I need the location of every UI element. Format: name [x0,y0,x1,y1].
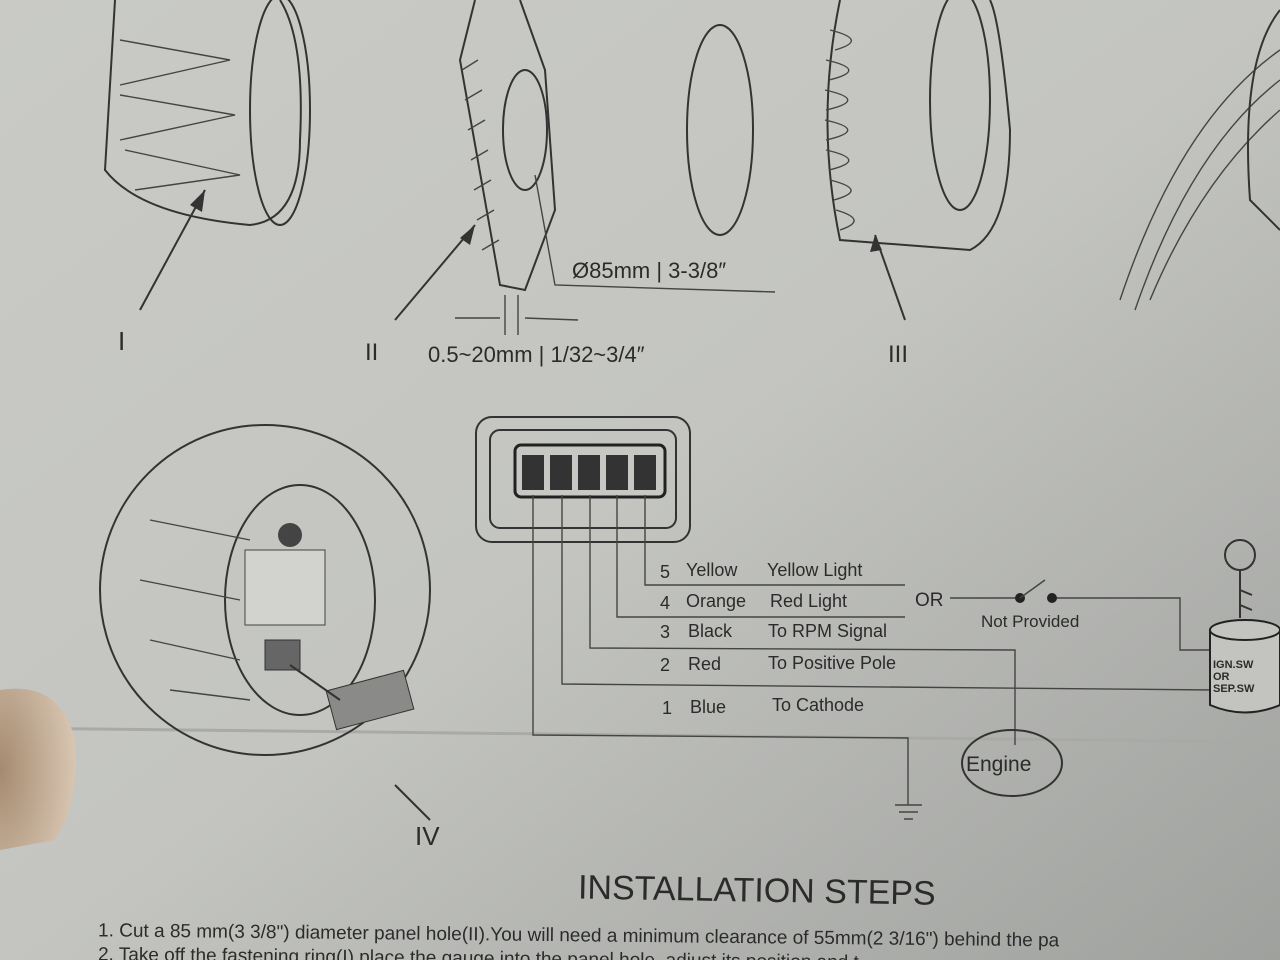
not-provided-label: Not Provided [981,612,1079,631]
pin-num-label: 1 [662,698,672,718]
pin-ignition-label-2-label: OR [1213,671,1230,683]
paper-fold [0,726,1280,744]
pin-color-label: Black [688,621,733,641]
panel-thickness-label: 0.5~20mm | 1/32~3/4″ [428,342,645,367]
pin-function-label: Yellow Light [767,560,862,580]
pin-function-label: To RPM Signal [768,621,887,641]
hole-diameter-label: Ø85mm | 3-3/8″ [572,258,726,283]
pin-function-label: To Positive Pole [768,653,896,673]
pin-num-label: 5 [660,562,670,582]
engine-symbol: Engine [961,729,1063,797]
wiring-lines [532,495,1216,820]
pin-num-label: 3 [660,622,670,642]
gauge-body-partial [1119,9,1280,311]
part-label-i: I [118,326,125,356]
pin-ignition-label-1-label: IGN.SW [1213,659,1254,671]
pin-engine-label-label: Engine [966,753,1031,776]
ignition-switch: IGN.SW OR SEP.SW [1209,539,1280,714]
pin-ignition-label-3-label: SEP.SW [1213,683,1255,695]
part-label-iii: III [888,341,908,368]
pin-color-label: Red [688,654,721,674]
o-ring [686,24,754,236]
gauge-back-view-part-iv: IV [99,424,440,851]
pin-num-label: 4 [660,593,670,613]
part-label-iv: IV [415,821,440,851]
part-label-ii: II [365,339,378,366]
installation-steps-title: INSTALLATION STEPS [578,868,936,912]
fastening-ring-part-iii: III [824,0,1012,368]
pin-color-label: Orange [686,591,746,611]
pin-num-label: 2 [660,655,670,675]
panel-part-ii: Ø85mm | 3-3/8″ II 0.5~20mm | 1/32~3/4″ [365,0,776,367]
pin-function-label: To Cathode [772,695,864,715]
bezel-ring-part-i: I [103,0,311,356]
pin-table: 5 Yellow Yellow Light 4 Orange Red Light… [660,560,896,718]
pin-color-label: Blue [690,697,726,717]
thumb [0,688,76,850]
or-label: OR [915,590,944,611]
pin-color-label: Yellow [686,560,738,580]
pin-function-label: Red Light [770,591,847,611]
